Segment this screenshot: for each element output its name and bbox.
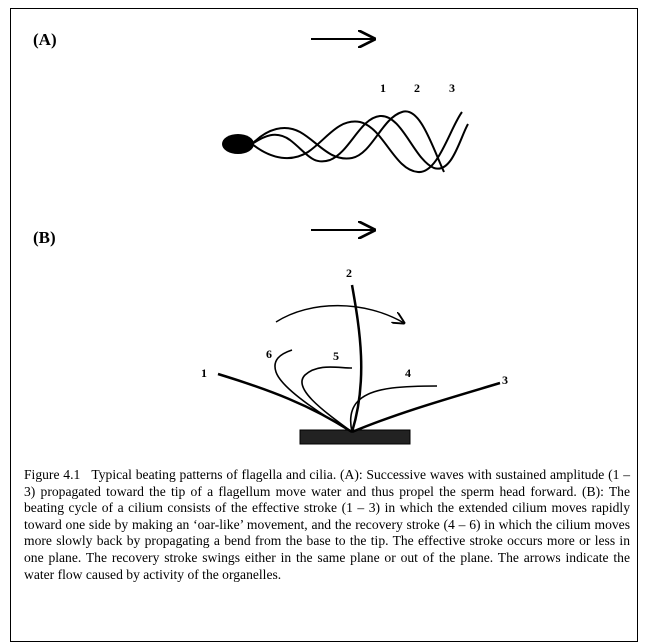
stroke-label-5: 5: [333, 349, 339, 363]
stroke-label-1: 1: [201, 366, 207, 380]
panel-a-label: (A): [33, 30, 57, 49]
wave-label-3: 3: [449, 81, 455, 95]
figure-frame: [10, 8, 638, 642]
figure-label: Figure 4.1: [24, 467, 81, 482]
sperm-head: [222, 134, 254, 154]
flagellum-wave-3: [251, 114, 469, 170]
cilium-stroke-2: [350, 284, 363, 433]
cilium-stroke-1: [217, 372, 353, 434]
stroke-label-3: 3: [502, 373, 508, 387]
caption-text: Typical beating patterns of flagella and…: [24, 467, 630, 582]
panel-b-label: (B): [33, 228, 56, 247]
cilium-stroke-3: [351, 381, 501, 434]
stroke-label-2: 2: [346, 266, 352, 280]
wave-label-1: 1: [380, 81, 386, 95]
flagellum-wave-1: [251, 110, 445, 173]
curved-flow-arrow: [275, 304, 404, 323]
cilium-stroke-5: [301, 366, 353, 433]
cilium-stroke-4: [349, 385, 438, 433]
cilium-base: [300, 430, 410, 444]
stroke-label-6: 6: [266, 347, 272, 361]
figure-caption: Figure 4.1 Typical beating patterns of f…: [24, 467, 630, 583]
cilium-stroke-6: [274, 349, 353, 433]
wave-label-2: 2: [414, 81, 420, 95]
stroke-label-4: 4: [405, 366, 411, 380]
flagellum-wave-2: [251, 111, 463, 174]
